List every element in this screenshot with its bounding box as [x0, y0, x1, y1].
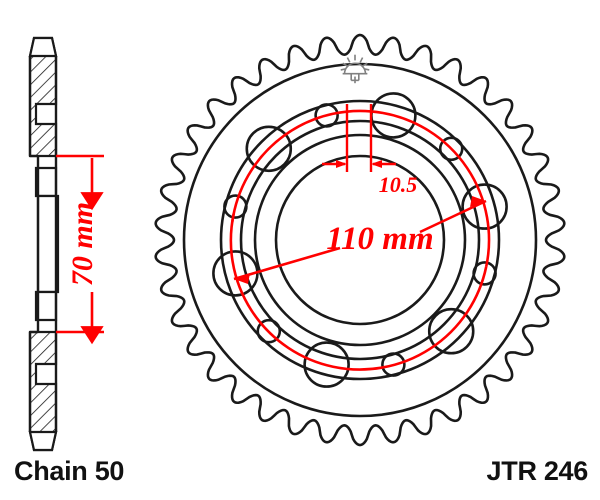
- bolt-circle-arc-upper: [230, 109, 491, 268]
- dim-110-line-left: [233, 246, 341, 281]
- cross-section-profile: [28, 36, 60, 452]
- dim-105-arrowhead-right: [371, 160, 382, 168]
- section-tooth-tip-lower: [28, 430, 58, 452]
- dim-110-line-right: [419, 199, 487, 234]
- bolt-hole-large: [461, 183, 508, 230]
- bolt-hole-small: [438, 136, 464, 162]
- dimension-110mm: 110 mm: [233, 196, 487, 284]
- web-outer-circle: [239, 119, 481, 361]
- dim-70-label: 70 mm: [66, 202, 99, 286]
- web-inner-circle: [253, 133, 467, 347]
- dim-110-arrowhead-left: [234, 273, 250, 284]
- dim-110-label: 110 mm: [326, 221, 433, 257]
- part-number-label: JTR 246: [486, 456, 589, 486]
- bolt-circle-arc-lower: [229, 212, 488, 371]
- surface-finish-symbol: [340, 54, 370, 84]
- bolt-hole-small: [381, 352, 406, 377]
- dim-110-arrowhead-right: [470, 196, 486, 207]
- center-bore-circle: [274, 154, 446, 326]
- bolt-hole-small: [256, 318, 282, 344]
- section-hatched-body-upper: [28, 36, 58, 198]
- bolt-hole-large: [303, 341, 350, 388]
- section-tooth-tip-upper: [28, 36, 58, 58]
- dim-105-label: 10.5: [379, 172, 418, 197]
- rim-inner-circle: [219, 99, 501, 381]
- bolt-hole-large: [427, 307, 475, 355]
- chain-size-label: Chain 50: [14, 456, 125, 486]
- dimension-70mm: 70 mm: [56, 154, 104, 345]
- dim-105-arrowhead-left: [336, 160, 347, 168]
- bolt-hole-large: [245, 125, 293, 173]
- bolt-hole-small: [314, 103, 339, 128]
- sprocket-teeth-outline: [154, 33, 566, 447]
- bolt-hole-small: [223, 194, 248, 219]
- dimension-hole-10-5: 10.5: [322, 104, 417, 197]
- bolt-circle-dimension-arcs: [229, 109, 491, 371]
- bolt-hole-small: [472, 261, 497, 286]
